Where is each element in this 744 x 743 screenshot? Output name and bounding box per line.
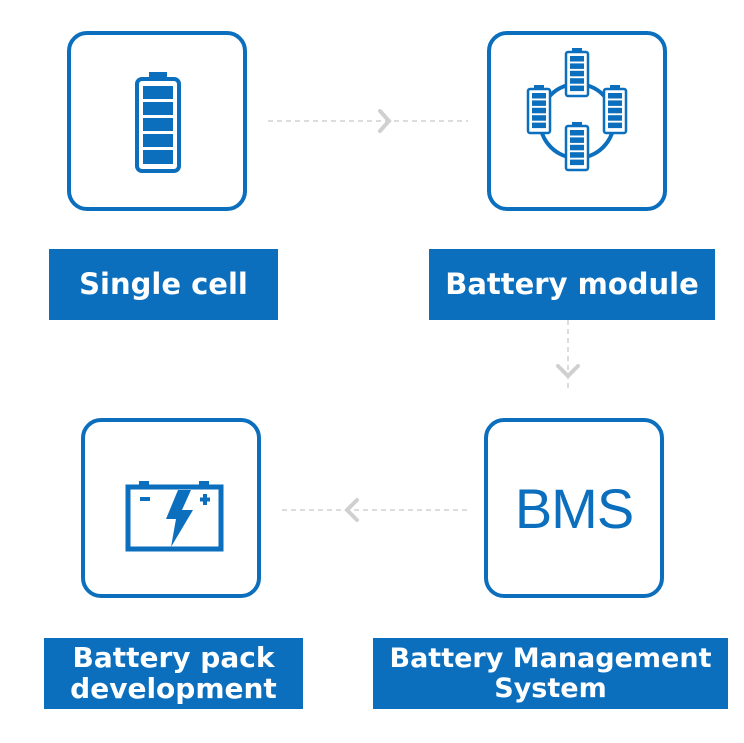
arrow-right-connector xyxy=(268,109,468,133)
battery-pack-label: Battery pack development xyxy=(44,638,303,709)
chevron-left-icon xyxy=(344,498,359,522)
battery-pack-box xyxy=(81,418,261,598)
mini-battery-icon xyxy=(526,85,552,135)
bms-label-line1: Battery Management xyxy=(389,643,712,675)
lightning-bolt-icon xyxy=(166,490,193,547)
bms-label: Battery Management System xyxy=(373,638,728,709)
chevron-down-icon xyxy=(556,364,580,379)
battery-pack-label-line1: Battery pack xyxy=(72,641,275,675)
single-cell-box xyxy=(67,31,247,211)
arrow-down-connector xyxy=(556,320,580,392)
battery-module-label-text: Battery module xyxy=(445,266,699,301)
arrow-left-connector xyxy=(282,498,467,522)
battery-icon xyxy=(135,72,181,173)
bms-text-icon: BMS xyxy=(514,476,634,540)
single-cell-label: Single cell xyxy=(49,249,278,320)
single-cell-label-text: Single cell xyxy=(79,266,248,301)
battery-module-icon xyxy=(526,48,628,172)
bms-label-line2: System xyxy=(494,672,607,704)
minus-sign-icon xyxy=(140,497,150,501)
bms-box: BMS xyxy=(484,418,664,598)
battery-module-label: Battery module xyxy=(429,249,715,320)
chevron-right-icon xyxy=(378,109,392,133)
mini-battery-icon xyxy=(564,122,590,172)
mini-battery-icon xyxy=(564,48,590,98)
car-battery-icon xyxy=(125,481,224,552)
mini-battery-icon xyxy=(602,85,628,135)
battery-module-box xyxy=(487,31,667,211)
battery-pack-label-line2: development xyxy=(70,671,277,705)
